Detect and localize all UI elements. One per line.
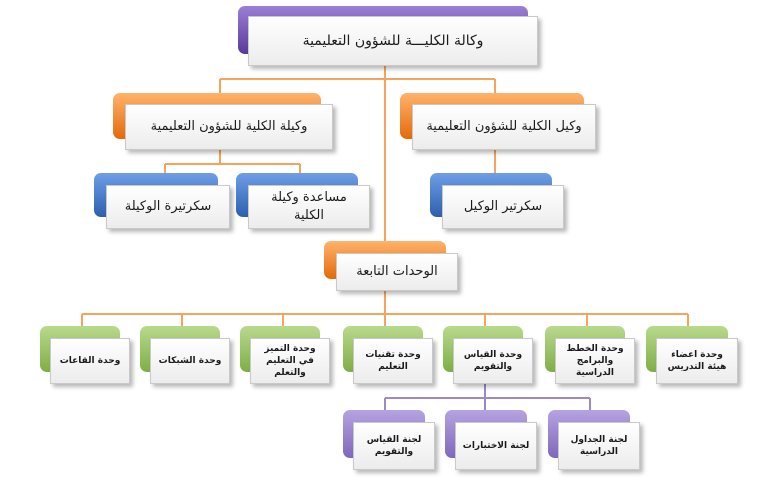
- committee-node-assessment: لجنة القياس والتقويم: [343, 410, 435, 470]
- unit-node-edtech: وحدة تقنيات التعليم: [343, 326, 433, 384]
- staff-assistant-node: مساعدة وكيلة الكلية: [236, 173, 370, 229]
- unit-node-halls: وحدة القاعات: [40, 326, 130, 384]
- committee-node-schedules: لجنة الجداول الدراسية: [548, 410, 640, 470]
- staff-assistant-label: مساعدة وكيلة الكلية: [248, 185, 370, 229]
- deputy-female-node: وكيلة الكلية للشؤون التعليمية: [113, 93, 333, 151]
- unit-label-assessment: وحدة القياس والتقويم: [453, 338, 533, 384]
- deputy-male-label: وكيل الكلية للشؤون التعليمية: [412, 104, 596, 150]
- unit-node-networks: وحدة الشبكات: [140, 326, 230, 384]
- committee-node-exams: لجنة الاختبارات: [445, 410, 537, 470]
- deputy-male-node: وكيل الكلية للشؤون التعليمية: [400, 93, 596, 151]
- deputy-female-label: وكيلة الكلية للشؤون التعليمية: [125, 104, 333, 150]
- staff-secretary-female-label: سكرتيرة الوكيلة: [106, 185, 230, 229]
- committee-label-exams: لجنة الاختبارات: [455, 422, 537, 470]
- unit-label-halls: وحدة القاعات: [50, 338, 130, 384]
- unit-label-plans: وحدة الخطط والبرامج الدراسية: [555, 338, 635, 384]
- unit-node-faculty: وحدة اعضاء هيئة التدريس: [646, 326, 738, 384]
- committee-label-schedules: لجنة الجداول الدراسية: [558, 422, 640, 470]
- unit-node-assessment: وحدة القياس والتقويم: [443, 326, 533, 384]
- top-node-label: وكالة الكليـــة للشؤون التعليمية: [248, 16, 538, 66]
- unit-label-networks: وحدة الشبكات: [150, 338, 230, 384]
- unit-label-faculty: وحدة اعضاء هيئة التدريس: [656, 338, 738, 384]
- staff-secretary-male-node: سكرتير الوكيل: [430, 173, 564, 229]
- unit-node-excellence: وحدة التميز في التعليم والتعلم: [240, 326, 330, 384]
- units-header-label: الوحدات التابعة: [336, 253, 458, 291]
- staff-secretary-female-node: سكرتيرة الوكيلة: [94, 173, 230, 229]
- unit-label-edtech: وحدة تقنيات التعليم: [353, 338, 433, 384]
- top-node: وكالة الكليـــة للشؤون التعليمية: [238, 6, 538, 66]
- units-header-node: الوحدات التابعة: [324, 241, 458, 291]
- staff-secretary-male-label: سكرتير الوكيل: [442, 185, 564, 229]
- unit-node-plans: وحدة الخطط والبرامج الدراسية: [545, 326, 635, 384]
- unit-label-excellence: وحدة التميز في التعليم والتعلم: [250, 338, 330, 384]
- committee-label-assessment: لجنة القياس والتقويم: [353, 422, 435, 470]
